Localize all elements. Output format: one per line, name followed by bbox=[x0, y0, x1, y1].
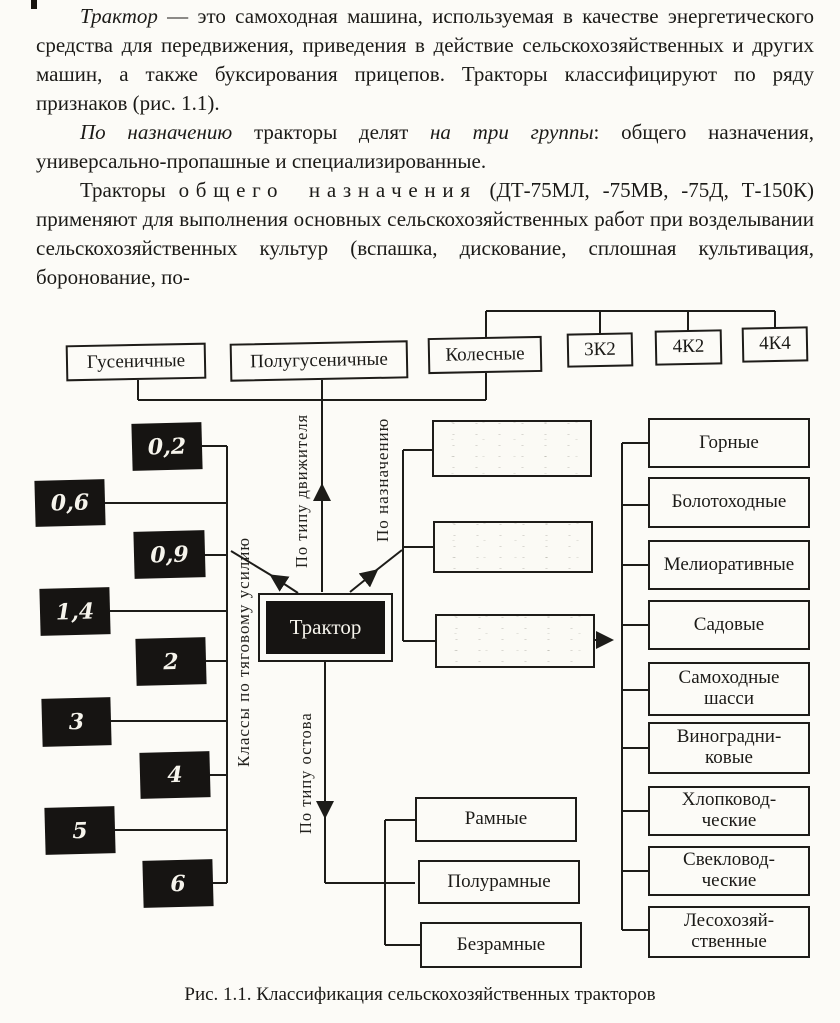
box-class-5: 5 bbox=[44, 806, 116, 855]
box-class-0-2: 0,2 bbox=[131, 422, 203, 471]
paragraph-tractor-definition: Трактор — это самоходная машина, использ… bbox=[36, 4, 814, 115]
box-purpose-group-3-faded bbox=[435, 614, 595, 668]
box-wheel-formula-3k2: 3К2 bbox=[566, 332, 634, 368]
paragraph-general-purpose: Тракторы общего назначения (ДТ-75МЛ, -75… bbox=[36, 178, 814, 289]
box-mountain: Горные bbox=[648, 418, 810, 468]
box-class-1-4: 1,4 bbox=[39, 587, 111, 636]
label-by-frame-type: По типу остова bbox=[296, 712, 315, 834]
box-self-propelled-chassis: Самоходные шасси bbox=[648, 662, 810, 716]
box-forestry: Лесохозяй- ственные bbox=[648, 906, 810, 958]
box-land-reclamation: Мелиоративные bbox=[648, 540, 810, 590]
box-purpose-group-1-faded bbox=[432, 420, 592, 477]
box-wheeled: Колесные bbox=[427, 335, 543, 375]
term-tractor: Трактор bbox=[80, 4, 158, 28]
tractor-root-label: Трактор bbox=[266, 601, 385, 654]
box-wheel-formula-4k2: 4К2 bbox=[654, 329, 723, 366]
box-class-4: 4 bbox=[139, 751, 211, 799]
figure-caption: Рис. 1.1. Классификация сельскохозяйстве… bbox=[184, 984, 656, 1005]
label-by-propulsion-type: По типу движителя bbox=[292, 413, 311, 569]
box-cotton: Хлопковод- ческие bbox=[648, 786, 810, 836]
term-by-purpose: По назначению bbox=[80, 120, 233, 144]
box-class-3: 3 bbox=[41, 697, 112, 747]
label-by-purpose: По назначению bbox=[373, 417, 392, 543]
box-beet: Свекловод- ческие bbox=[648, 846, 810, 896]
box-vineyard: Виноградни- ковые bbox=[648, 722, 810, 774]
body-text: Трактор — это самоходная машина, использ… bbox=[36, 2, 814, 292]
box-frameless: Безрамные bbox=[420, 922, 582, 968]
box-tracked: Гусеничные bbox=[65, 342, 207, 382]
box-class-6: 6 bbox=[142, 859, 214, 908]
label-traction-classes: Классы по тяговому усилию bbox=[234, 536, 253, 768]
box-semi-frame: Полурамные bbox=[418, 860, 580, 904]
scan-artifact bbox=[31, 0, 37, 9]
box-class-0-6: 0,6 bbox=[34, 479, 106, 527]
box-purpose-group-2-faded bbox=[433, 521, 593, 573]
tractor-root-box: Трактор bbox=[258, 593, 393, 662]
box-swamp: Болотоходные bbox=[648, 477, 810, 528]
paragraph-purpose-groups: По назначению тракторы делят на три груп… bbox=[36, 120, 814, 173]
box-class-0-9: 0,9 bbox=[133, 530, 206, 579]
box-garden: Садовые bbox=[648, 600, 810, 650]
box-half-tracked: Полугусеничные bbox=[229, 340, 409, 382]
box-class-2: 2 bbox=[135, 637, 207, 686]
box-wheel-formula-4k4: 4К4 bbox=[741, 326, 809, 363]
term-three-groups: на три группы bbox=[430, 120, 594, 144]
box-frame: Рамные bbox=[415, 797, 577, 842]
term-general-purpose: общего назначения bbox=[178, 178, 477, 202]
